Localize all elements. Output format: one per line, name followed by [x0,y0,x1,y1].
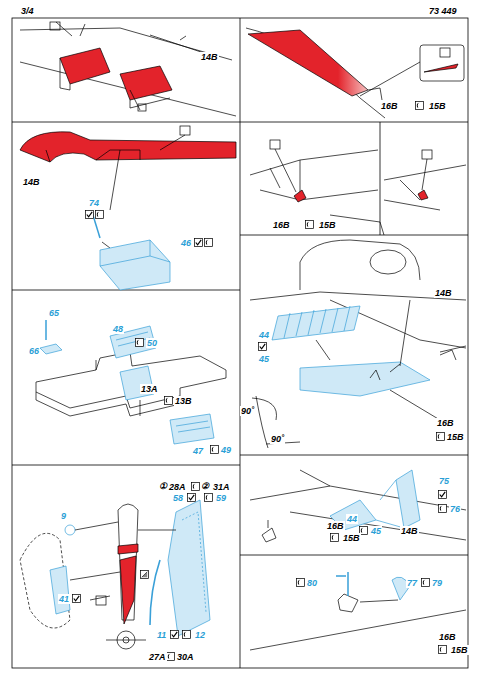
reference-label: 31A [212,482,231,492]
reference-label: 28A [168,482,187,492]
part-number: 12 [194,630,206,640]
reference-label: 90˚ [270,434,285,444]
reference-label: 73 449 [428,6,458,16]
reference-label: 15B [428,101,447,111]
reference-label: 13A [140,384,159,394]
cockpit-view [250,240,466,448]
reference-label: 13B [174,396,193,406]
part-number: 44 [258,330,270,340]
flap-well-view [20,126,236,290]
gear-bay-view [250,470,466,542]
part-number: 79 [431,578,443,588]
reference-label: 3/4 [20,6,35,16]
part-number: 45 [370,526,382,536]
part-number: 66 [28,346,40,356]
reference-label: 14B [200,52,219,62]
reference-label: 14B [434,288,453,298]
part-number: 65 [48,308,60,318]
part-number: 44 [346,514,358,524]
reference-label: 30A [176,652,195,662]
reference-label: 16B [380,101,399,111]
part-number: 75 [438,476,450,486]
landing-gear-view [20,500,210,649]
reference-label: ② [200,481,210,491]
part-number: 80 [306,578,318,588]
reference-label: ① [158,481,168,491]
reference-label: 16B [436,418,455,428]
reference-label: 15B [450,645,469,655]
reference-label: 16B [272,220,291,230]
part-number: 49 [220,445,232,455]
wing-flaps-view [20,22,236,116]
reference-label: 90˚ [240,406,255,416]
part-number: 41 [58,594,70,604]
part-number: 77 [406,578,418,588]
reference-label: 15B [446,432,465,442]
part-number: 50 [146,338,158,348]
part-number: 47 [192,446,204,456]
part-number: 46 [180,238,192,248]
reference-label: 15B [342,533,361,543]
part-number: 74 [88,198,100,208]
reference-label: 14B [400,526,419,536]
flap-part-view [36,320,226,444]
part-number: 45 [258,354,270,364]
reference-label: 27A [148,652,167,662]
antenna-view [250,572,466,650]
small-part-views [250,140,466,235]
reference-label: 15B [318,220,337,230]
part-number: 59 [215,493,227,503]
reference-label: 16B [326,521,345,531]
instruction-icons [72,101,446,660]
leading-edge-view [246,28,464,118]
part-number: 11 [156,630,167,640]
part-number: 76 [449,504,461,514]
part-number: 9 [60,511,67,521]
panel-frames [12,18,468,668]
reference-label: 16B [438,632,457,642]
reference-label: 14B [22,177,41,187]
part-number: 58 [172,493,184,503]
part-number: 48 [112,324,124,334]
